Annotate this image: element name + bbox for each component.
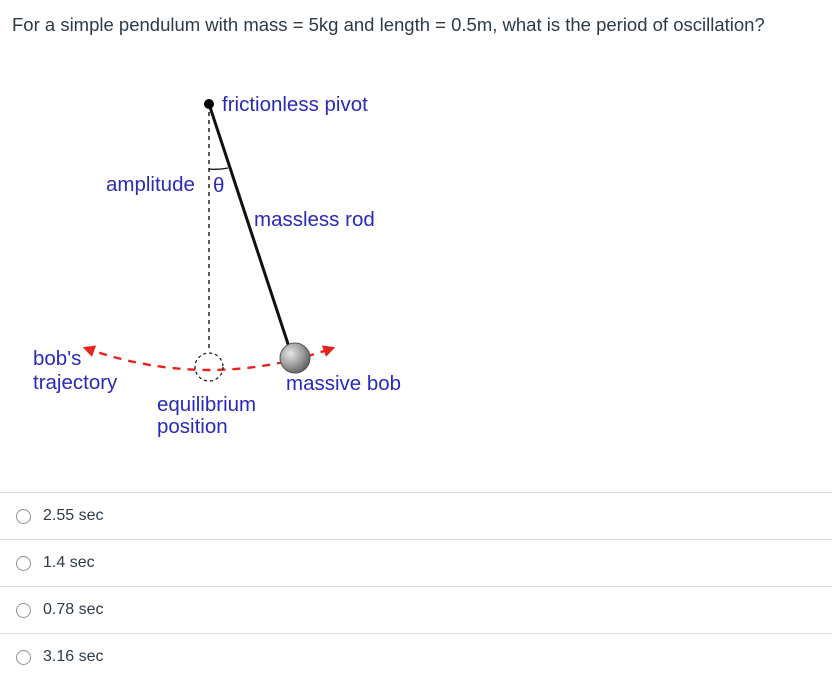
label-frictionless-pivot: frictionless pivot bbox=[222, 93, 368, 116]
label-equilibrium-line1: equilibrium bbox=[157, 393, 257, 416]
trajectory-arc bbox=[82, 345, 336, 372]
pendulum-diagram: frictionless pivot amplitude θ massless … bbox=[0, 60, 460, 460]
answer-label: 3.16 sec bbox=[43, 648, 104, 665]
answer-label: 2.55 sec bbox=[43, 507, 104, 524]
radio-button[interactable] bbox=[16, 555, 31, 571]
equilibrium-bob-outline bbox=[194, 352, 224, 382]
answer-list: 2.55 sec 1.4 sec 0.78 sec 3.16 sec bbox=[0, 492, 832, 680]
massless-rod bbox=[207, 103, 294, 357]
answer-option[interactable]: 2.55 sec bbox=[0, 492, 832, 539]
massive-bob bbox=[279, 342, 311, 374]
label-massive-bob: massive bob bbox=[286, 372, 402, 395]
label-amplitude: amplitude bbox=[106, 173, 195, 196]
pivot-point bbox=[204, 99, 214, 109]
question-text: For a simple pendulum with mass = 5kg an… bbox=[12, 14, 765, 35]
label-theta: θ bbox=[213, 174, 225, 197]
radio-button[interactable] bbox=[16, 508, 31, 524]
label-massless-rod: massless rod bbox=[254, 208, 375, 231]
pendulum-drawing bbox=[82, 99, 336, 382]
label-trajectory-line1: bob's bbox=[33, 347, 82, 370]
answer-label: 0.78 sec bbox=[43, 601, 104, 618]
answer-option[interactable]: 0.78 sec bbox=[0, 586, 832, 633]
radio-button[interactable] bbox=[16, 602, 31, 618]
label-equilibrium-line2: position bbox=[157, 415, 228, 438]
label-trajectory-line2: trajectory bbox=[33, 371, 118, 394]
answer-option[interactable]: 1.4 sec bbox=[0, 539, 832, 586]
amplitude-angle-arc bbox=[208, 167, 229, 170]
answer-label: 1.4 sec bbox=[43, 554, 95, 571]
radio-button[interactable] bbox=[16, 649, 31, 665]
answer-option[interactable]: 3.16 sec bbox=[0, 633, 832, 680]
